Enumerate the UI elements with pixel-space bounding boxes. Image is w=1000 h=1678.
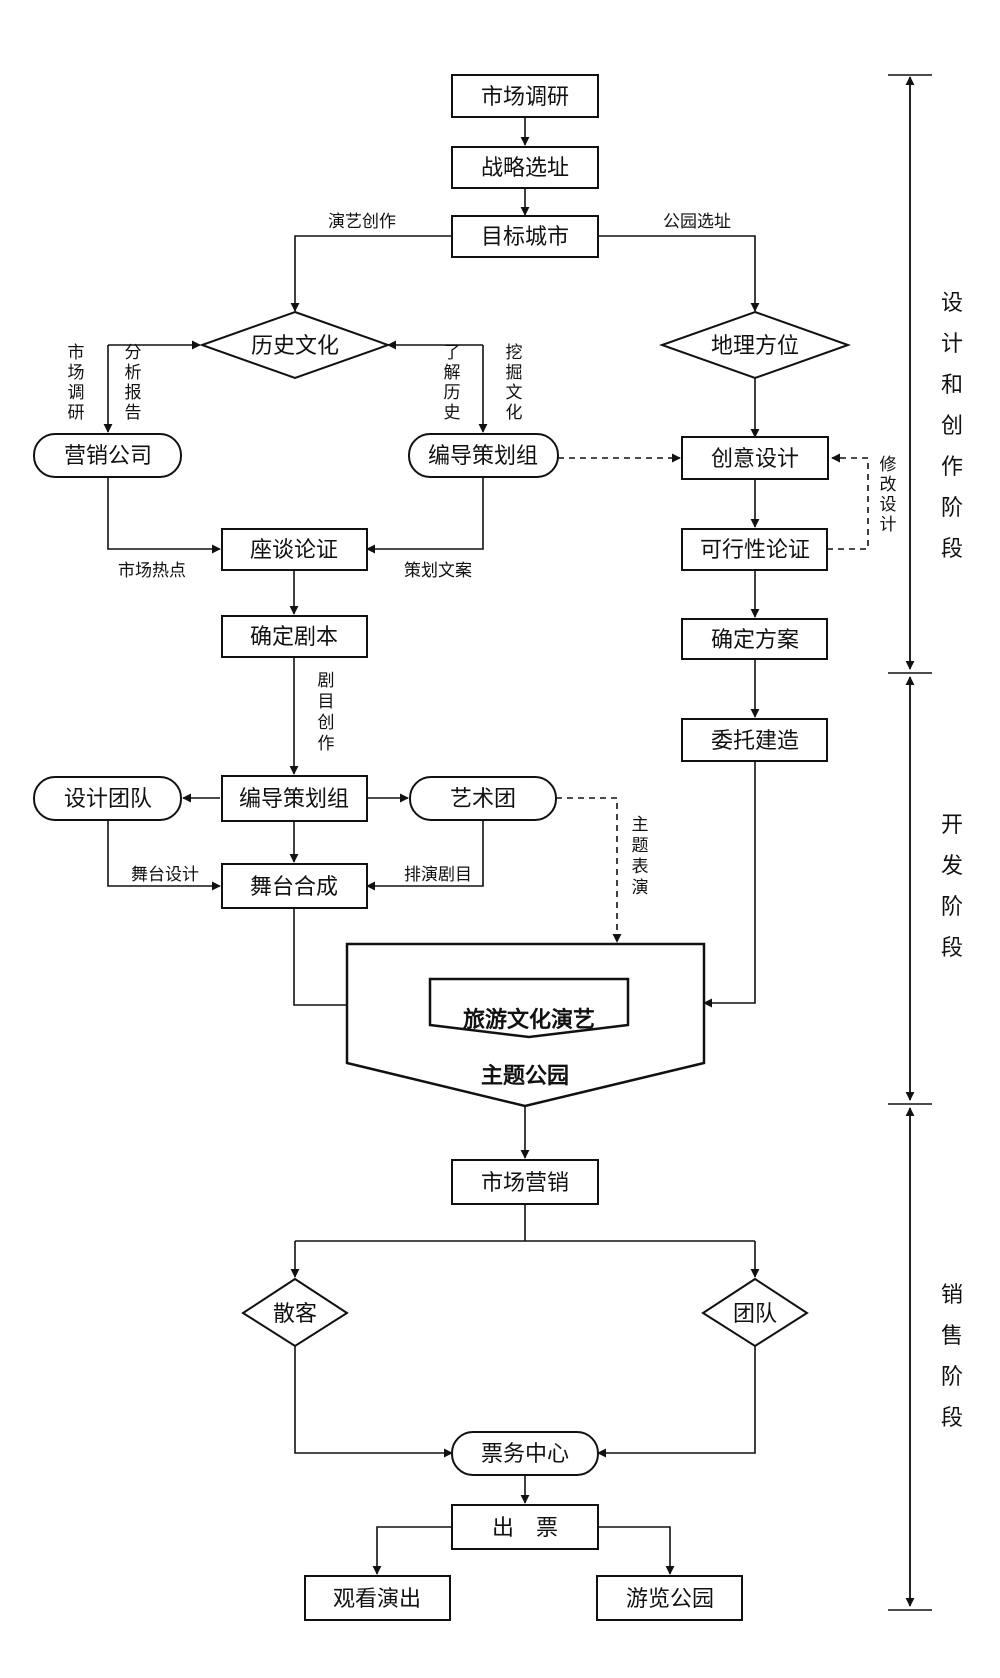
svg-text:目标城市: 目标城市 bbox=[481, 225, 569, 250]
svg-text:委托建造: 委托建造 bbox=[711, 729, 799, 754]
svg-text:市场营销: 市场营销 bbox=[481, 1171, 569, 1196]
phase-design: 设计和创作阶段 bbox=[941, 291, 963, 562]
label-market-hotspot: 市场热点 bbox=[118, 561, 186, 581]
node-confirm-script: 确定剧本 bbox=[221, 615, 368, 658]
label-planning-doc: 策划文案 bbox=[404, 561, 472, 581]
node-planning-group-2: 编导策划组 bbox=[221, 775, 368, 822]
edge-labels: 演艺创作 公园选址 市场热点 策划文案 舞台设计 排演剧目 bbox=[118, 212, 731, 885]
phase-sales: 销售阶段 bbox=[941, 1283, 963, 1431]
svg-text:艺术团: 艺术团 bbox=[450, 787, 516, 812]
phase-labels: 设计和创作阶段 开发阶段 销售阶段 bbox=[941, 291, 963, 1431]
label-revise-design-v: 修改设计 bbox=[880, 455, 897, 535]
svg-text:营销公司: 营销公司 bbox=[64, 444, 152, 469]
connectors bbox=[103, 117, 869, 1575]
node-art-troupe: 艺术团 bbox=[409, 776, 557, 821]
svg-text:座谈论证: 座谈论证 bbox=[250, 538, 338, 563]
svg-text:历史文化: 历史文化 bbox=[251, 334, 339, 359]
svg-text:观看演出: 观看演出 bbox=[333, 1587, 421, 1612]
svg-text:旅游文化演艺: 旅游文化演艺 bbox=[463, 1007, 595, 1033]
node-marketing-company: 营销公司 bbox=[33, 433, 182, 478]
svg-text:战略选址: 战略选址 bbox=[481, 156, 569, 181]
node-marketing: 市场营销 bbox=[451, 1159, 599, 1205]
node-visit-park: 游览公园 bbox=[596, 1575, 743, 1621]
svg-text:票务中心: 票务中心 bbox=[481, 1442, 569, 1467]
svg-text:市场调研: 市场调研 bbox=[481, 85, 569, 110]
vertical-labels: 市场调研 分析报告 了解历史 挖掘文化 修改设计 剧目创作 主题表演 bbox=[68, 343, 897, 898]
node-feasibility: 可行性论证 bbox=[681, 528, 828, 571]
node-individual: 散客 bbox=[241, 1277, 349, 1348]
label-art-creation: 演艺创作 bbox=[328, 212, 396, 232]
label-explore-culture-v: 挖掘文化 bbox=[506, 343, 523, 423]
svg-text:团队: 团队 bbox=[733, 1302, 777, 1327]
node-ticket-center: 票务中心 bbox=[451, 1431, 599, 1476]
svg-text:编导策划组: 编导策划组 bbox=[239, 787, 349, 812]
node-target-city: 目标城市 bbox=[451, 215, 599, 258]
svg-text:编导策划组: 编导策划组 bbox=[428, 444, 538, 469]
label-understand-history-v: 了解历史 bbox=[444, 343, 461, 423]
node-watch-show: 观看演出 bbox=[304, 1575, 451, 1621]
phase-brackets bbox=[888, 74, 932, 1611]
node-group: 团队 bbox=[701, 1277, 809, 1348]
node-history-culture: 历史文化 bbox=[199, 310, 391, 380]
node-stage-synthesis: 舞台合成 bbox=[221, 863, 368, 909]
node-planning-group-1: 编导策划组 bbox=[408, 433, 559, 478]
label-market-research-v: 市场调研 bbox=[68, 343, 85, 423]
label-theme-show-v: 主题表演 bbox=[632, 815, 649, 898]
svg-text:游览公园: 游览公园 bbox=[626, 1587, 714, 1612]
label-stage-design: 舞台设计 bbox=[131, 865, 199, 885]
node-tourism-show: 旅游文化演艺 bbox=[428, 977, 630, 1039]
node-strategic-site: 战略选址 bbox=[451, 146, 599, 189]
label-rehearsal: 排演剧目 bbox=[404, 865, 472, 885]
svg-text:设计团队: 设计团队 bbox=[64, 787, 152, 812]
svg-text:地理方位: 地理方位 bbox=[711, 334, 799, 359]
node-market-research: 市场调研 bbox=[451, 74, 599, 118]
label-analysis-report-v: 分析报告 bbox=[125, 343, 142, 423]
node-seminar: 座谈论证 bbox=[221, 528, 368, 571]
node-creative-design: 创意设计 bbox=[681, 436, 829, 480]
svg-text:可行性论证: 可行性论证 bbox=[700, 538, 810, 563]
svg-text:主题公园: 主题公园 bbox=[481, 1064, 569, 1089]
label-play-creation-v: 剧目创作 bbox=[318, 671, 335, 754]
svg-text:出 票: 出 票 bbox=[492, 1516, 558, 1541]
svg-text:舞台合成: 舞台合成 bbox=[250, 875, 338, 900]
node-design-team: 设计团队 bbox=[33, 776, 182, 821]
node-geo-location: 地理方位 bbox=[659, 310, 851, 380]
svg-text:确定方案: 确定方案 bbox=[711, 628, 799, 653]
svg-text:确定剧本: 确定剧本 bbox=[250, 625, 338, 650]
node-entrust-build: 委托建造 bbox=[681, 718, 828, 762]
svg-text:创意设计: 创意设计 bbox=[711, 447, 799, 472]
node-ticketing: 出 票 bbox=[451, 1504, 599, 1550]
phase-development: 开发阶段 bbox=[941, 813, 963, 961]
label-park-site: 公园选址 bbox=[663, 212, 731, 232]
svg-text:散客: 散客 bbox=[273, 1302, 317, 1327]
node-confirm-plan: 确定方案 bbox=[681, 618, 828, 660]
